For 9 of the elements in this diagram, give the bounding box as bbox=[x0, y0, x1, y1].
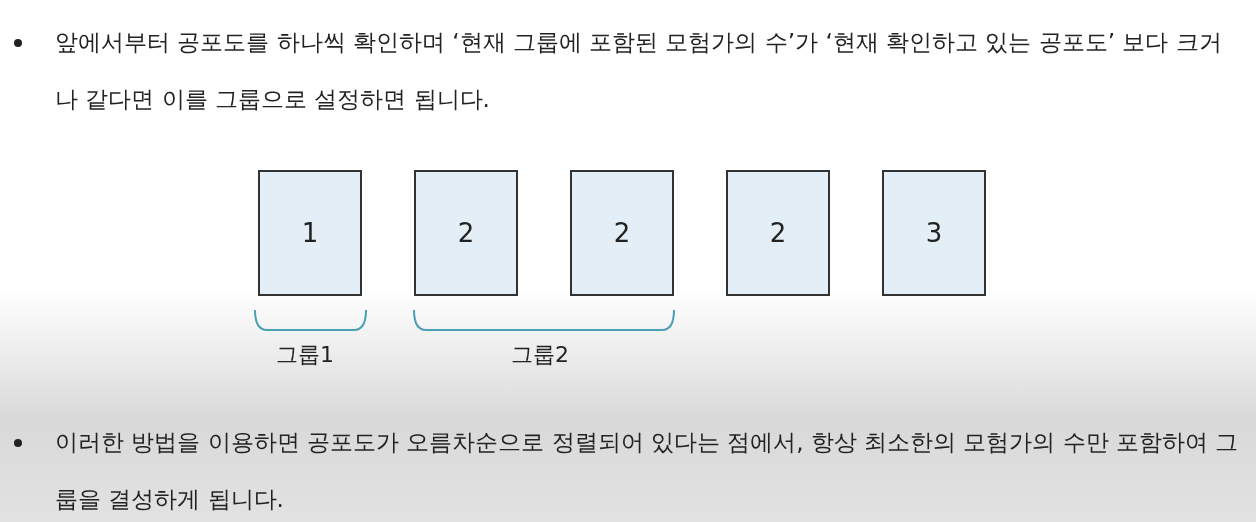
bullet-text: 이러한 방법을 이용하면 공포도가 오름차순으로 정렬되어 있다는 점에서, 항상 최소한의 모험가의 수만 포함하여 그룹을 결성하게 됩니다. bbox=[55, 428, 1240, 514]
group-label: 그룹1 bbox=[275, 341, 335, 369]
group-label: 그룹2 bbox=[510, 341, 570, 369]
number-box: 1 bbox=[258, 170, 362, 296]
bullet-text: 앞에서부터 공포도를 하나씩 확인하며 ‘현재 그룹에 포함된 모험가의 수’가 ‘현재 확인하고 있는 공포도’ 보다 크거나 같다면 이를 그룹으로 설정하면 됩니다. bbox=[55, 28, 1223, 114]
number-box: 2 bbox=[726, 170, 830, 296]
number-box: 3 bbox=[882, 170, 986, 296]
number-box: 2 bbox=[414, 170, 518, 296]
number-box: 2 bbox=[570, 170, 674, 296]
